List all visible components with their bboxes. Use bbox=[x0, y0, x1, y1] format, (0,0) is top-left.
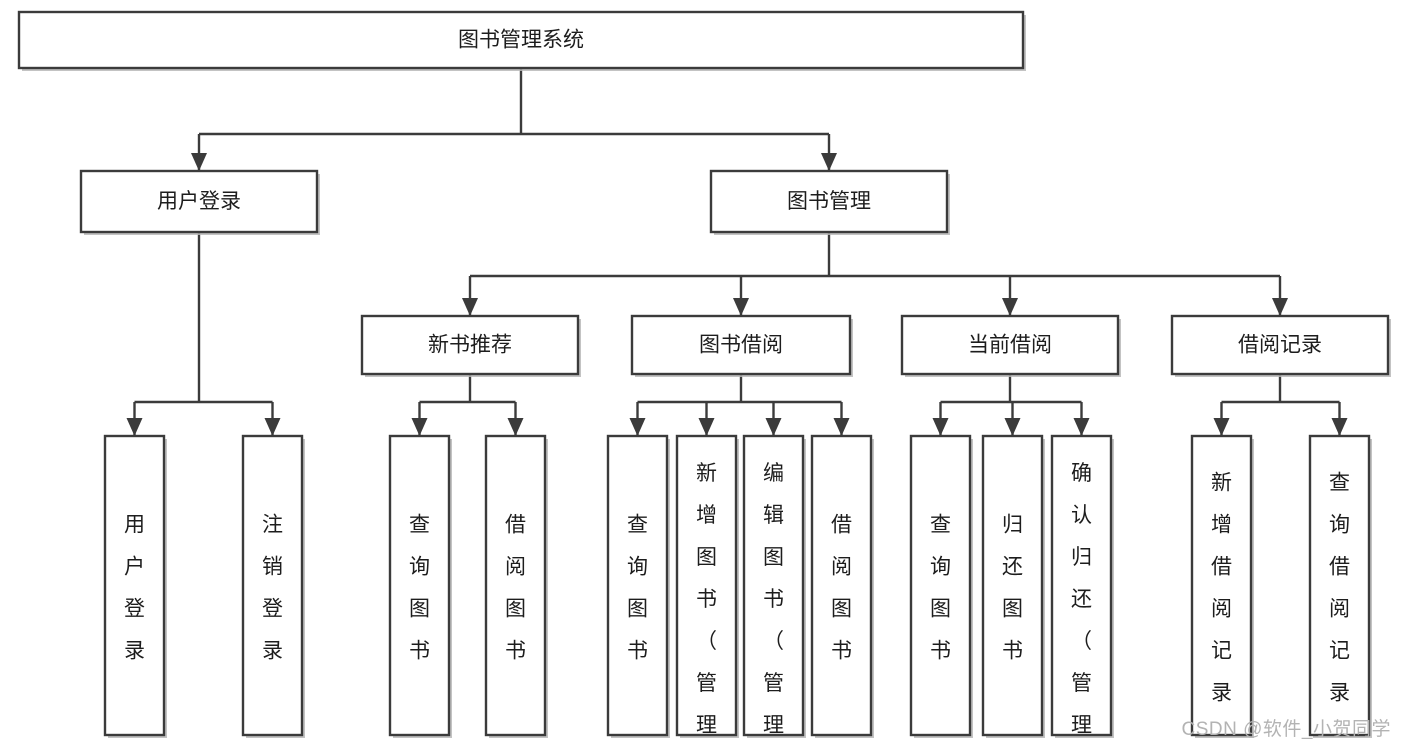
edge-group-new-book-rec bbox=[411, 374, 524, 436]
node-label: 借阅图书 bbox=[831, 514, 852, 663]
arrow-head-icon bbox=[932, 418, 949, 436]
node-box[interactable] bbox=[810, 434, 873, 737]
arrow-head-icon bbox=[1272, 298, 1288, 316]
node-box[interactable] bbox=[742, 434, 805, 737]
node-book-borrow[interactable]: 图书借阅 bbox=[630, 314, 853, 377]
node-box[interactable] bbox=[630, 314, 852, 376]
arrow-head-icon bbox=[733, 298, 749, 316]
node-box[interactable] bbox=[1050, 434, 1113, 737]
arrow-head-icon bbox=[191, 153, 207, 171]
edge-group-user-login bbox=[126, 232, 281, 436]
node-leaf-query-book-cb[interactable]: 查询图书 bbox=[909, 434, 973, 738]
node-label: 查询借阅记录 bbox=[1329, 472, 1350, 705]
node-leaf-add-book[interactable]: 新增图书（管理员） bbox=[675, 434, 739, 747]
arrow-head-icon bbox=[1213, 418, 1230, 436]
node-label: 借阅记录 bbox=[1238, 334, 1322, 357]
node-box[interactable] bbox=[606, 434, 669, 737]
arrow-head-icon bbox=[1073, 418, 1090, 436]
node-leaf-query-record[interactable]: 查询借阅记录 bbox=[1308, 434, 1372, 738]
node-root[interactable]: 图书管理系统 bbox=[17, 10, 1026, 71]
arrow-head-icon bbox=[698, 418, 715, 436]
arrow-head-icon bbox=[1004, 418, 1021, 436]
node-box[interactable] bbox=[900, 314, 1120, 376]
node-leaf-user-login[interactable]: 用户登录 bbox=[103, 434, 167, 738]
arrow-head-icon bbox=[1002, 298, 1018, 316]
node-user-login[interactable]: 用户登录 bbox=[79, 169, 320, 235]
node-box[interactable] bbox=[909, 434, 972, 737]
node-label: 当前借阅 bbox=[968, 334, 1052, 357]
csdn-watermark: CSDN @软件_小贺同学 bbox=[1181, 719, 1391, 740]
node-label: 确认归还（管理员） bbox=[1071, 462, 1092, 747]
node-box[interactable] bbox=[484, 434, 547, 737]
arrow-head-icon bbox=[765, 418, 782, 436]
edges-layer bbox=[126, 68, 1348, 436]
arrow-head-icon bbox=[462, 298, 478, 316]
node-label: 编辑图书（管理员） bbox=[763, 462, 784, 747]
node-label: 用户登录 bbox=[124, 514, 145, 663]
node-box[interactable] bbox=[1308, 434, 1371, 737]
node-new-book-rec[interactable]: 新书推荐 bbox=[360, 314, 581, 377]
arrow-head-icon bbox=[833, 418, 850, 436]
node-leaf-edit-book[interactable]: 编辑图书（管理员） bbox=[742, 434, 806, 747]
node-label: 查询图书 bbox=[409, 514, 430, 663]
node-label: 归还图书 bbox=[1002, 514, 1023, 663]
edge-group-root bbox=[191, 68, 837, 171]
node-box[interactable] bbox=[388, 434, 451, 737]
node-leaf-add-record[interactable]: 新增借阅记录 bbox=[1190, 434, 1254, 738]
node-box[interactable] bbox=[1190, 434, 1253, 737]
nodes-layer: 图书管理系统用户登录图书管理新书推荐图书借阅当前借阅借阅记录用户登录注销登录查询… bbox=[17, 10, 1391, 747]
node-label: 图书借阅 bbox=[699, 334, 783, 357]
arrow-head-icon bbox=[126, 418, 143, 436]
node-box[interactable] bbox=[981, 434, 1044, 737]
node-box[interactable] bbox=[17, 10, 1025, 70]
node-box[interactable] bbox=[675, 434, 738, 737]
edge-group-book-manage bbox=[462, 232, 1288, 316]
node-box[interactable] bbox=[1170, 314, 1390, 376]
arrow-head-icon bbox=[821, 153, 837, 171]
node-leaf-return-book[interactable]: 归还图书 bbox=[981, 434, 1045, 738]
edge-group-book-borrow bbox=[629, 374, 850, 436]
node-label: 查询图书 bbox=[930, 514, 951, 663]
node-borrow-record[interactable]: 借阅记录 bbox=[1170, 314, 1391, 377]
arrow-head-icon bbox=[507, 418, 524, 436]
node-label: 新书推荐 bbox=[428, 334, 512, 357]
node-label: 图书管理系统 bbox=[458, 29, 584, 52]
node-leaf-borrow-book-rec[interactable]: 借阅图书 bbox=[484, 434, 548, 738]
node-current-borrow[interactable]: 当前借阅 bbox=[900, 314, 1121, 377]
node-label: 新增图书（管理员） bbox=[696, 462, 717, 747]
edge-group-current-borrow bbox=[932, 374, 1090, 436]
node-label: 用户登录 bbox=[157, 190, 241, 213]
node-leaf-confirm-return[interactable]: 确认归还（管理员） bbox=[1050, 434, 1114, 747]
node-box[interactable] bbox=[709, 169, 949, 234]
node-box[interactable] bbox=[79, 169, 319, 234]
node-leaf-user-logout[interactable]: 注销登录 bbox=[241, 434, 305, 738]
arrow-head-icon bbox=[264, 418, 281, 436]
node-leaf-query-book-rec[interactable]: 查询图书 bbox=[388, 434, 452, 738]
node-label: 查询图书 bbox=[627, 514, 648, 663]
node-label: 图书管理 bbox=[787, 190, 871, 213]
node-label: 新增借阅记录 bbox=[1211, 472, 1232, 705]
node-label: 注销登录 bbox=[262, 514, 283, 663]
edge-group-borrow-record bbox=[1213, 374, 1348, 436]
arrow-head-icon bbox=[411, 418, 428, 436]
node-leaf-query-book-bb[interactable]: 查询图书 bbox=[606, 434, 670, 738]
node-box[interactable] bbox=[241, 434, 304, 737]
arrow-head-icon bbox=[629, 418, 646, 436]
node-book-manage[interactable]: 图书管理 bbox=[709, 169, 950, 235]
node-box[interactable] bbox=[103, 434, 166, 737]
node-leaf-borrow-book-bb[interactable]: 借阅图书 bbox=[810, 434, 874, 738]
node-box[interactable] bbox=[360, 314, 580, 376]
arrow-head-icon bbox=[1331, 418, 1348, 436]
node-label: 借阅图书 bbox=[505, 514, 526, 663]
